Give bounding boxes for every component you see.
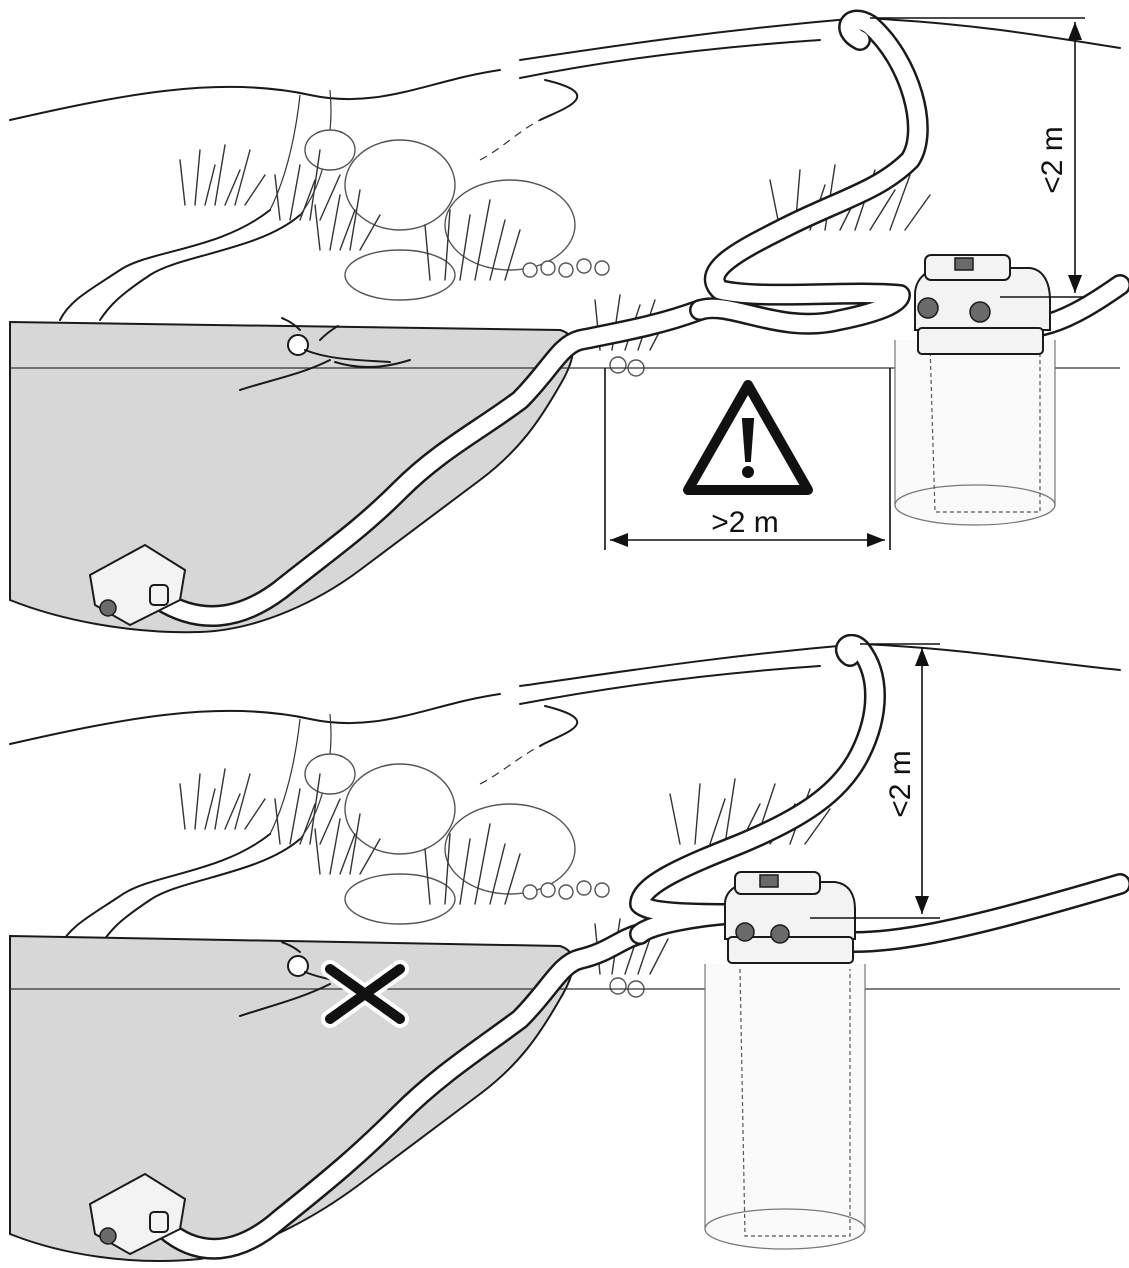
pond-pump: [88, 1172, 187, 1256]
filter-pit: [704, 964, 866, 1250]
stone: [444, 179, 576, 271]
flower-border: [522, 258, 610, 278]
hill-contour: [9, 693, 501, 745]
panel-bottom: <2 m: [0, 634, 1129, 1268]
stone: [344, 139, 456, 231]
plant-cluster: [274, 149, 341, 221]
stone: [344, 249, 456, 301]
arrow-up: [915, 648, 929, 666]
shore-line: [479, 119, 541, 161]
hill-contour-far: [519, 643, 1121, 687]
stream-bank: [519, 39, 821, 121]
distance-label: >2 m: [711, 506, 779, 539]
stone: [304, 753, 356, 795]
scene-bottom: <2 m: [9, 634, 1129, 1262]
hill-contour-far: [519, 17, 1121, 61]
hill-contour: [9, 69, 501, 121]
arrow-up: [1068, 22, 1082, 40]
shore-line: [479, 745, 541, 785]
flower-border: [522, 880, 610, 900]
stone: [344, 873, 456, 925]
stone: [304, 129, 356, 171]
pond-pump: [88, 543, 187, 627]
arrow-down: [1068, 275, 1082, 293]
swimmer: [239, 317, 411, 391]
stream-left: [59, 833, 271, 947]
plant-cluster: [424, 823, 521, 905]
filter-pit: [894, 340, 1056, 526]
prohibited-x-icon: [321, 960, 409, 1028]
plant-cluster: [424, 199, 521, 281]
warning-triangle-icon: [683, 380, 813, 495]
scene-top: >2 m <2 m: [9, 9, 1129, 634]
plant-cluster: [314, 813, 381, 875]
stream-right: [99, 214, 301, 321]
arrow-down: [915, 896, 929, 914]
stream-left: [59, 209, 271, 321]
pressure-filter: [914, 254, 1051, 355]
stone: [344, 763, 456, 855]
stone: [444, 803, 576, 895]
height-label: <2 m: [1036, 126, 1069, 194]
plant-cluster: [179, 768, 266, 830]
stream-right: [99, 838, 301, 947]
arrow-left: [610, 533, 628, 547]
panel-top: >2 m <2 m: [9, 9, 1129, 634]
stream-bank: [519, 665, 821, 747]
height-label: <2 m: [884, 750, 917, 818]
plant-cluster: [179, 144, 266, 206]
plant-cluster: [274, 773, 341, 845]
pressure-filter: [724, 871, 856, 964]
plant-cluster: [314, 189, 381, 251]
arrow-right: [867, 533, 885, 547]
